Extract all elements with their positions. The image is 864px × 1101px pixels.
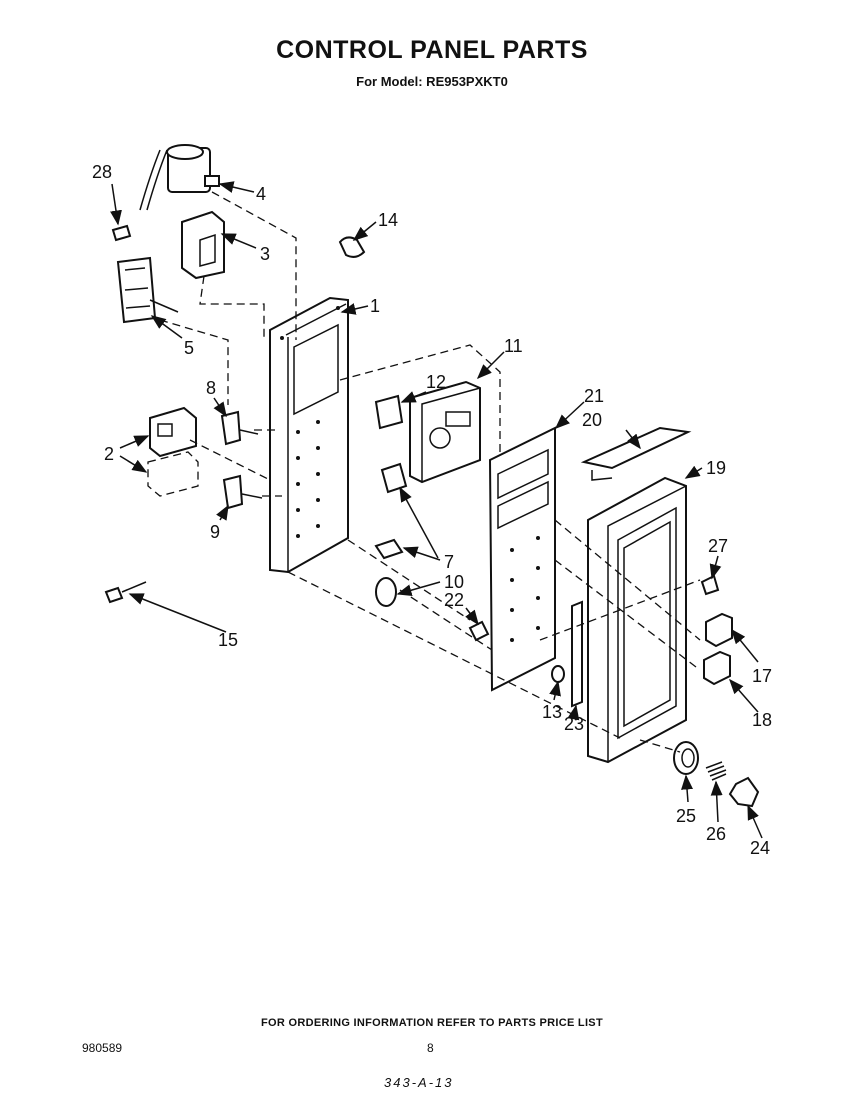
- callout-21: 21: [584, 386, 604, 406]
- callout-19: 19: [706, 458, 726, 478]
- part-7-plunger: [374, 462, 408, 560]
- part-18-knob: [703, 650, 731, 686]
- callout-13: 13: [542, 702, 562, 722]
- part-26-spring: [705, 761, 727, 781]
- callout-15: 15: [218, 630, 238, 650]
- ordering-note: FOR ORDERING INFORMATION REFER TO PARTS …: [261, 1017, 603, 1029]
- part-24-knob: [728, 776, 760, 808]
- exploded-parts-diagram: 1 2 3 4 5 7 8 9 10 11 12 13 14 15 17 18 …: [92, 144, 772, 858]
- callout-3: 3: [260, 244, 270, 264]
- part-13-button: [551, 665, 565, 683]
- callout-7: 7: [444, 552, 454, 572]
- part-25-knob-base: [673, 741, 699, 775]
- part-23-strip: [571, 600, 583, 708]
- callout-26: 26: [706, 824, 726, 844]
- callout-5: 5: [184, 338, 194, 358]
- part-17-knob: [705, 612, 733, 648]
- callout-14: 14: [378, 210, 398, 230]
- part-4-switch: [139, 144, 220, 211]
- callout-22: 22: [444, 590, 464, 610]
- part-2-switch: [147, 406, 199, 497]
- page-number: 8: [427, 1041, 434, 1055]
- callout-4: 4: [256, 184, 266, 204]
- part-3-switch: [181, 210, 225, 280]
- callout-28: 28: [92, 162, 112, 182]
- callout-24: 24: [750, 838, 770, 858]
- callout-18: 18: [752, 710, 772, 730]
- callout-1: 1: [370, 296, 380, 316]
- part-14-cap: [338, 236, 366, 258]
- handwritten-code: 343-A-13: [384, 1075, 454, 1090]
- part-19-outer-frame: [587, 476, 687, 764]
- callout-8: 8: [206, 378, 216, 398]
- callout-20: 20: [582, 410, 602, 430]
- alignment-lines: [159, 191, 701, 753]
- part-10-disc: [375, 577, 397, 607]
- leader-arrows: [110, 181, 763, 839]
- part-15-pin: [104, 581, 147, 604]
- callout-2: 2: [104, 444, 114, 464]
- callout-17: 17: [752, 666, 772, 686]
- page-title: CONTROL PANEL PARTS: [276, 36, 588, 64]
- part-27-knob: [700, 574, 720, 596]
- part-28-clip: [111, 224, 132, 242]
- callout-12: 12: [426, 372, 446, 392]
- callout-11: 11: [504, 336, 523, 356]
- part-8-screw: [220, 410, 259, 446]
- model-subtitle: For Model: RE953PXKT0: [356, 74, 508, 89]
- part-5-switch: [116, 256, 179, 324]
- callout-25: 25: [676, 806, 696, 826]
- part-9-screw: [222, 474, 263, 510]
- document-number: 980589: [82, 1041, 123, 1055]
- callout-9: 9: [210, 522, 220, 542]
- part-12-connector: [374, 394, 404, 430]
- part-20-bracket: [580, 426, 692, 481]
- callout-labels: 1 2 3 4 5 7 8 9 10 11 12 13 14 15 17 18 …: [92, 162, 772, 858]
- part-11-timer: [339, 344, 501, 484]
- part-22-clip: [468, 620, 490, 642]
- callout-10: 10: [444, 572, 464, 592]
- callout-23: 23: [564, 714, 584, 734]
- callout-27: 27: [708, 536, 728, 556]
- part-21-overlay-panel: [488, 426, 556, 692]
- part-1-panel-frame: [269, 296, 349, 574]
